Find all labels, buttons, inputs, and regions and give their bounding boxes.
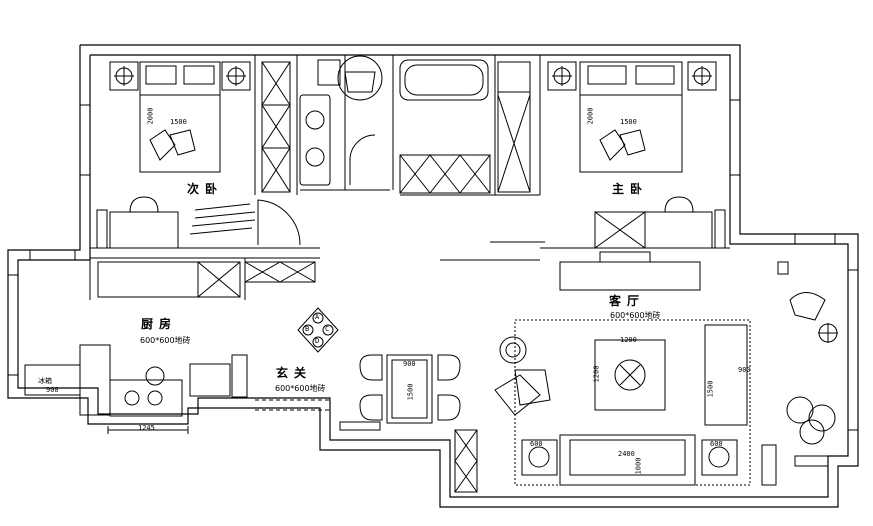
dim-bed-right-length: 2000: [586, 107, 595, 125]
dining-set: [359, 354, 478, 493]
stairs-left: [189, 203, 256, 235]
dim-bed-left-length: 2000: [146, 107, 155, 125]
wardrobe-column: [261, 61, 291, 193]
dim-side-sofa: 1500: [706, 380, 715, 398]
bathroom-fixtures: [299, 55, 531, 194]
dim-dining-length: 1500: [406, 383, 415, 401]
compass-letter-a: A: [315, 313, 320, 321]
dim-bed-left-width: 1500: [170, 118, 187, 126]
dim-end-table-left: 600: [530, 440, 543, 448]
compass-letter-b: B: [305, 325, 310, 333]
compass-letter-c: C: [325, 325, 330, 333]
dim-side-sofa-depth: 900: [738, 366, 751, 374]
note-living-tile: 600*600地砖: [610, 311, 661, 320]
compass-symbol: [297, 307, 339, 353]
dim-dining-width: 900: [403, 360, 416, 368]
living-room-furniture: [494, 251, 838, 486]
outer-walls: [7, 44, 859, 508]
room-label-entrance: 玄关: [276, 366, 313, 380]
room-label-kitchen: 厨房: [141, 317, 178, 331]
dim-bed-right-width: 1500: [620, 118, 637, 126]
windows: [7, 99, 859, 467]
master-bedroom-furniture: [490, 61, 726, 249]
dim-kitchen-run: 1245: [138, 424, 155, 432]
room-label-secondary-bedroom: 次卧: [187, 182, 224, 196]
room-label-master-bedroom: 主卧: [612, 182, 649, 196]
dim-appliance: 900: [46, 386, 59, 394]
dim-end-table-right: 600: [710, 440, 723, 448]
secondary-bedroom-furniture: [96, 61, 301, 249]
entrance-fixtures: [255, 399, 381, 431]
dim-sofa-length: 2400: [618, 450, 635, 458]
compass-letter-d: D: [315, 337, 320, 345]
note-entrance-tile: 600*600地砖: [275, 384, 326, 393]
dim-appliance-label: 冰箱: [38, 377, 52, 385]
kitchen-fixtures: [24, 261, 316, 434]
note-kitchen-tile: 600*600地砖: [140, 336, 191, 345]
room-label-living-room: 客厅: [609, 294, 646, 308]
interior-walls: [89, 55, 730, 300]
dim-coffee-table-width: 1200: [592, 365, 601, 383]
dim-coffee-table: 1200: [620, 336, 637, 344]
dim-sofa-depth: 1000: [634, 457, 643, 475]
